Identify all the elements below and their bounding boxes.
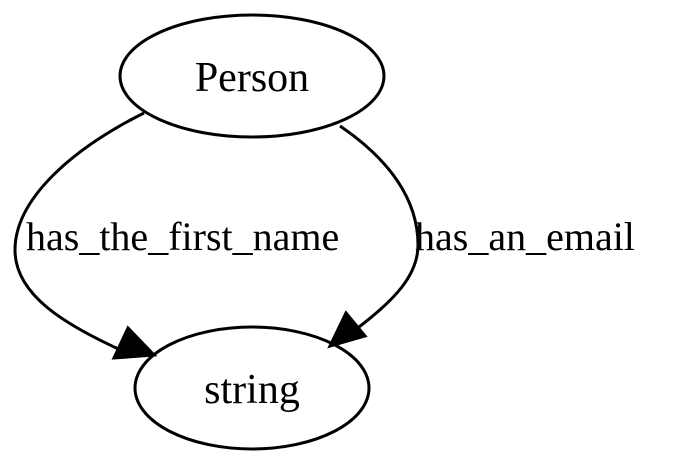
edge-has-the-first-name-label: has_the_first_name [26,214,339,259]
node-string[interactable]: string [133,325,371,451]
edge-has-an-email-label: has_an_email [415,214,635,259]
edge-has-an-email-arrowhead [327,310,368,349]
edge-has-the-first-name-arrowhead [111,325,158,360]
edge-has-the-first-name: has_the_first_name [13,111,339,360]
node-person[interactable]: Person [118,13,386,139]
node-person-label: Person [195,55,309,101]
node-person-ellipse [118,13,386,139]
edge-has-an-email: has_an_email [327,124,635,349]
node-string-label: string [204,367,300,413]
node-string-ellipse [133,325,371,451]
edge-has-an-email-line [339,124,420,332]
edge-has-the-first-name-line [13,111,145,354]
